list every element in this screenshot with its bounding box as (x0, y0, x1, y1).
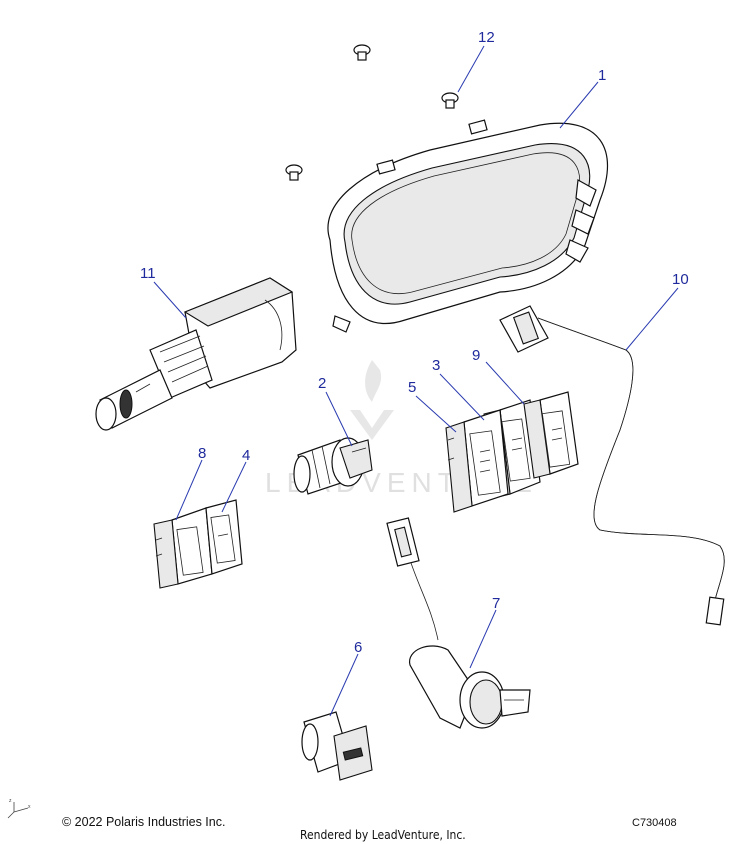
diagram-code: C730408 (632, 817, 677, 829)
part-8-rocker-switch[interactable] (153, 507, 213, 589)
leader-lines (153, 45, 679, 717)
callout-10: 10 (672, 271, 689, 288)
callout-5: 5 (408, 379, 416, 396)
callout-8: 8 (198, 445, 206, 462)
callout-3: 3 (432, 357, 440, 374)
copyright-text: © 2022 Polaris Industries Inc. (62, 815, 226, 829)
svg-text:x: x (28, 804, 31, 810)
callout-9: 9 (472, 347, 480, 364)
svg-text:z: z (9, 798, 12, 804)
rendered-by-text: Rendered by LeadVenture, Inc. (300, 828, 466, 842)
part-4-rocker-switch[interactable] (205, 499, 243, 575)
part-10-wire-harness[interactable] (499, 305, 725, 626)
part-5-rocker-switch[interactable] (445, 409, 509, 513)
watermark-logo (350, 360, 394, 440)
part-9-rocker-switch[interactable] (523, 391, 579, 479)
part-12-screws[interactable] (285, 44, 459, 181)
callout-4: 4 (242, 447, 250, 464)
part-7-power-outlet[interactable] (386, 517, 531, 729)
callout-2: 2 (318, 375, 326, 392)
part-1-instrument-cluster[interactable] (327, 119, 609, 333)
xyz-axis-icon: z x (7, 798, 31, 819)
callout-12: 12 (478, 29, 495, 46)
part-6-outlet-socket[interactable] (301, 711, 373, 781)
part-11-stalk-switch[interactable] (95, 277, 297, 431)
callout-1: 1 (598, 67, 606, 84)
callouts: 1 2 3 4 5 6 7 8 9 10 11 12 (140, 29, 689, 656)
part-2-ignition-switch[interactable] (293, 437, 373, 495)
callout-7: 7 (492, 595, 500, 612)
callout-11: 11 (140, 265, 156, 282)
callout-6: 6 (354, 639, 362, 656)
